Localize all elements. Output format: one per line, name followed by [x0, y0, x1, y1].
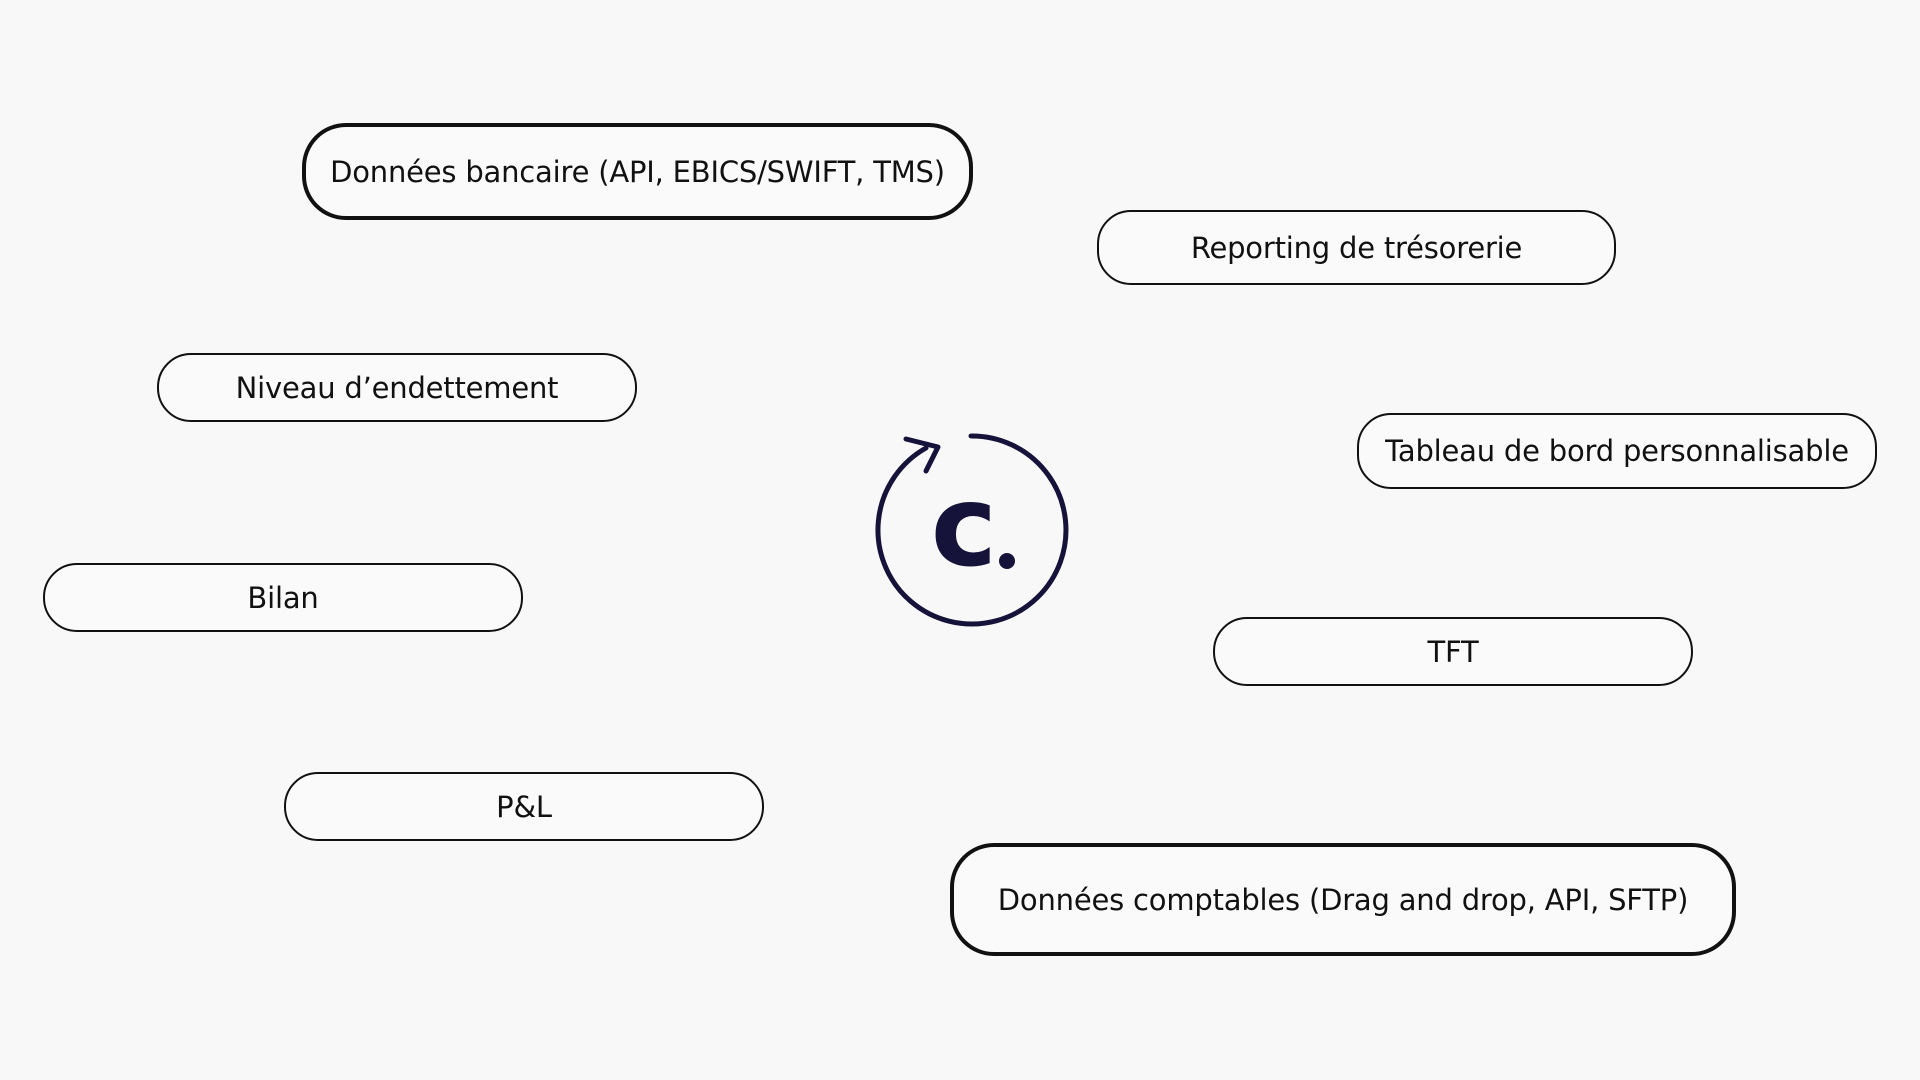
node-debt-level: Niveau d’endettement	[157, 353, 637, 422]
node-label: Niveau d’endettement	[235, 370, 559, 405]
node-label: Données comptables (Drag and drop, API, …	[997, 882, 1689, 917]
node-balance-sheet: Bilan	[43, 563, 523, 632]
node-banking-data: Données bancaire (API, EBICS/SWIFT, TMS)	[302, 123, 973, 220]
node-treasury-reporting: Reporting de trésorerie	[1097, 210, 1616, 285]
central-logo: c	[875, 433, 1069, 627]
node-profit-loss: P&L	[284, 772, 764, 841]
logo-dot	[999, 553, 1015, 569]
node-label: TFT	[1427, 634, 1479, 669]
node-label: Reporting de trésorerie	[1190, 230, 1523, 265]
node-custom-dashboard: Tableau de bord personnalisable	[1357, 413, 1877, 489]
node-label: Bilan	[247, 580, 319, 615]
refresh-cycle-icon	[875, 433, 1069, 627]
node-label: P&L	[496, 789, 552, 824]
logo-letter: c	[931, 462, 997, 592]
node-label: Données bancaire (API, EBICS/SWIFT, TMS)	[330, 154, 945, 189]
node-accounting-data: Données comptables (Drag and drop, API, …	[950, 843, 1736, 956]
node-label: Tableau de bord personnalisable	[1385, 434, 1849, 468]
node-cash-flow-table: TFT	[1213, 617, 1693, 686]
